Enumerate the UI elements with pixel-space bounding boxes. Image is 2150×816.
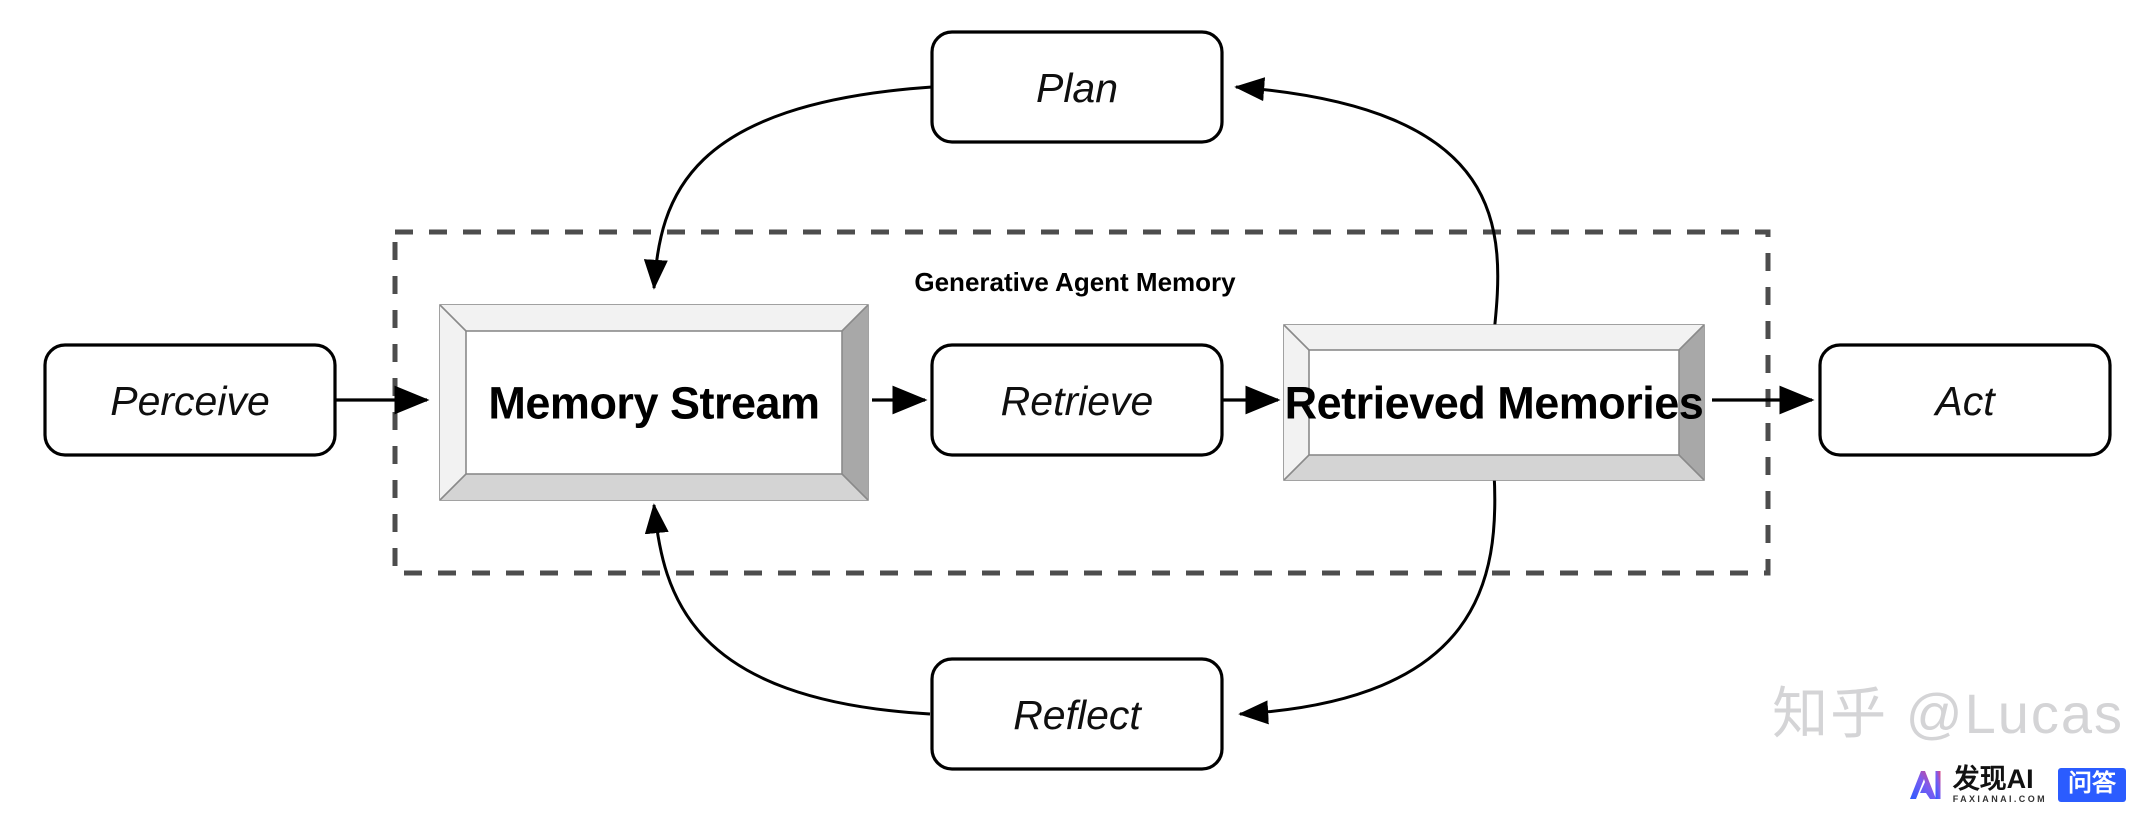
node-act-label: Act (1932, 378, 1996, 424)
node-reflect[interactable]: Reflect (930, 657, 1224, 771)
node-perceive-label: Perceive (110, 378, 270, 424)
memory-stream-bevel-right (842, 305, 868, 500)
node-retrieved-memories[interactable]: Retrieved Memories (1283, 324, 1705, 481)
node-retrieved-memories-label: Retrieved Memories (1285, 378, 1704, 429)
memory-stream-face (465, 330, 843, 475)
edge-plan-to-memory-stream (643, 85, 933, 290)
node-perceive-shape (43, 343, 337, 457)
node-reflect-label: Reflect (1013, 692, 1142, 738)
node-act[interactable]: Act (1818, 343, 2112, 457)
retrieved-memories-bevel-left (1284, 325, 1309, 480)
retrieved-memories-bevel-bottom (1284, 455, 1704, 480)
node-reflect-shape (930, 657, 1224, 771)
ai-logo-icon (1908, 768, 1942, 802)
memory-stream-bevel-lines (439, 304, 869, 501)
retrieved-memories-bevel-top (1284, 325, 1704, 350)
node-retrieve-shape (930, 343, 1224, 457)
node-act-shape (1818, 343, 2112, 457)
group-label: Generative Agent Memory (914, 267, 1236, 297)
brand-name: 发现AI (1952, 764, 2034, 794)
memory-stream-bevel-bottom (440, 474, 868, 500)
brand-block: 发现AI FAXIANAI.COM (1953, 766, 2047, 804)
retrieved-memories-face (1308, 349, 1680, 456)
node-perceive[interactable]: Perceive (43, 343, 337, 457)
edge-retrieved-to-plan (1234, 77, 1500, 334)
node-plan-shape (930, 30, 1224, 144)
source-badge: 发现AI FAXIANAI.COM 问答 (1908, 766, 2126, 804)
edge-reflect-to-memory-stream (644, 503, 931, 716)
node-retrieve-label: Retrieve (1001, 378, 1154, 424)
retrieved-memories-bevel-lines (1283, 324, 1705, 481)
node-memory-stream[interactable]: Memory Stream (439, 304, 869, 501)
memory-stream-bevel-left (440, 305, 466, 500)
memory-stream-bevel-top (440, 305, 868, 331)
qa-chip: 问答 (2058, 768, 2126, 802)
generative-agent-memory-group (392, 229, 1771, 576)
node-memory-stream-label: Memory Stream (488, 378, 819, 429)
node-retrieve[interactable]: Retrieve (930, 343, 1224, 457)
node-plan[interactable]: Plan (930, 30, 1224, 144)
edge-retrieved-to-reflect (1238, 471, 1497, 725)
retrieved-memories-bevel-right (1679, 325, 1704, 480)
node-plan-label: Plan (1036, 65, 1118, 111)
brand-domain: FAXIANAI.COM (1952, 794, 2047, 804)
